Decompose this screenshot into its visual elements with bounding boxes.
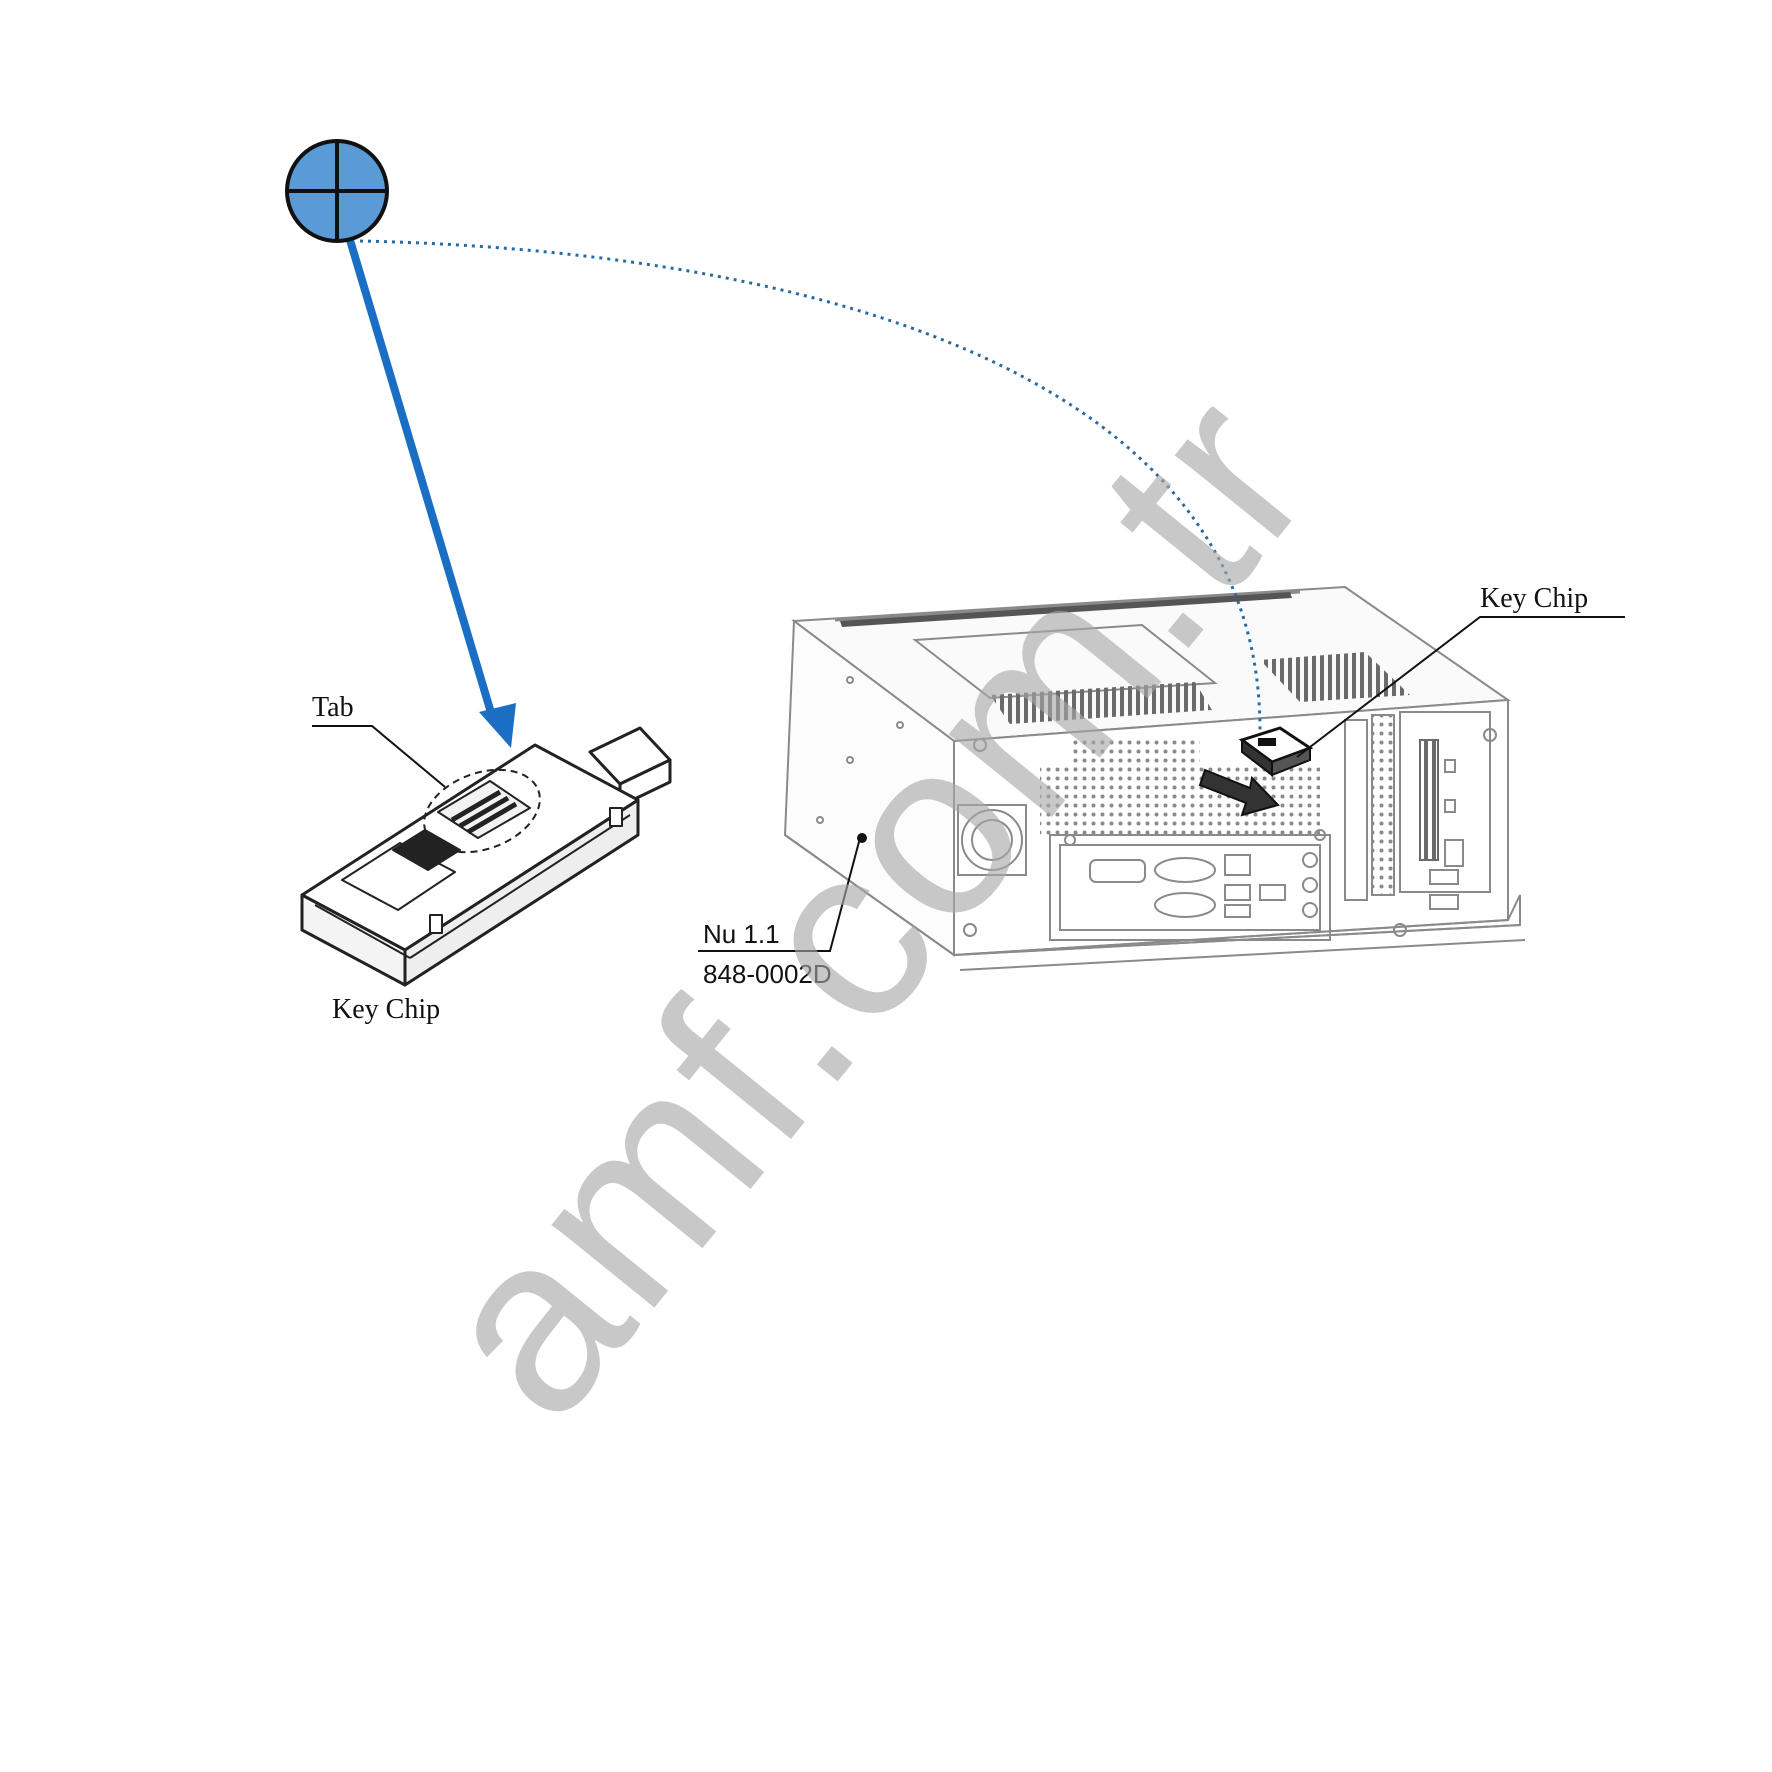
blue-move-arrow [346, 238, 516, 748]
tab-highlight-ellipse [423, 768, 541, 854]
removal-arrow [1198, 768, 1280, 817]
key-chip-device [300, 726, 672, 987]
leader-dot [857, 833, 867, 843]
pc-chassis [783, 585, 1526, 971]
key-chip-bottom-label: Key Chip [332, 994, 441, 1025]
top-grilles [840, 592, 1410, 724]
leader-lines [312, 616, 1625, 952]
crosshair-circle-icon [285, 139, 389, 243]
model-name-label: Nu 1.1 [703, 919, 780, 949]
tab-label: Tab [312, 692, 354, 723]
model-number-label: 848-0002D [703, 959, 832, 989]
key-chip-top-label: Key Chip [1480, 583, 1589, 614]
